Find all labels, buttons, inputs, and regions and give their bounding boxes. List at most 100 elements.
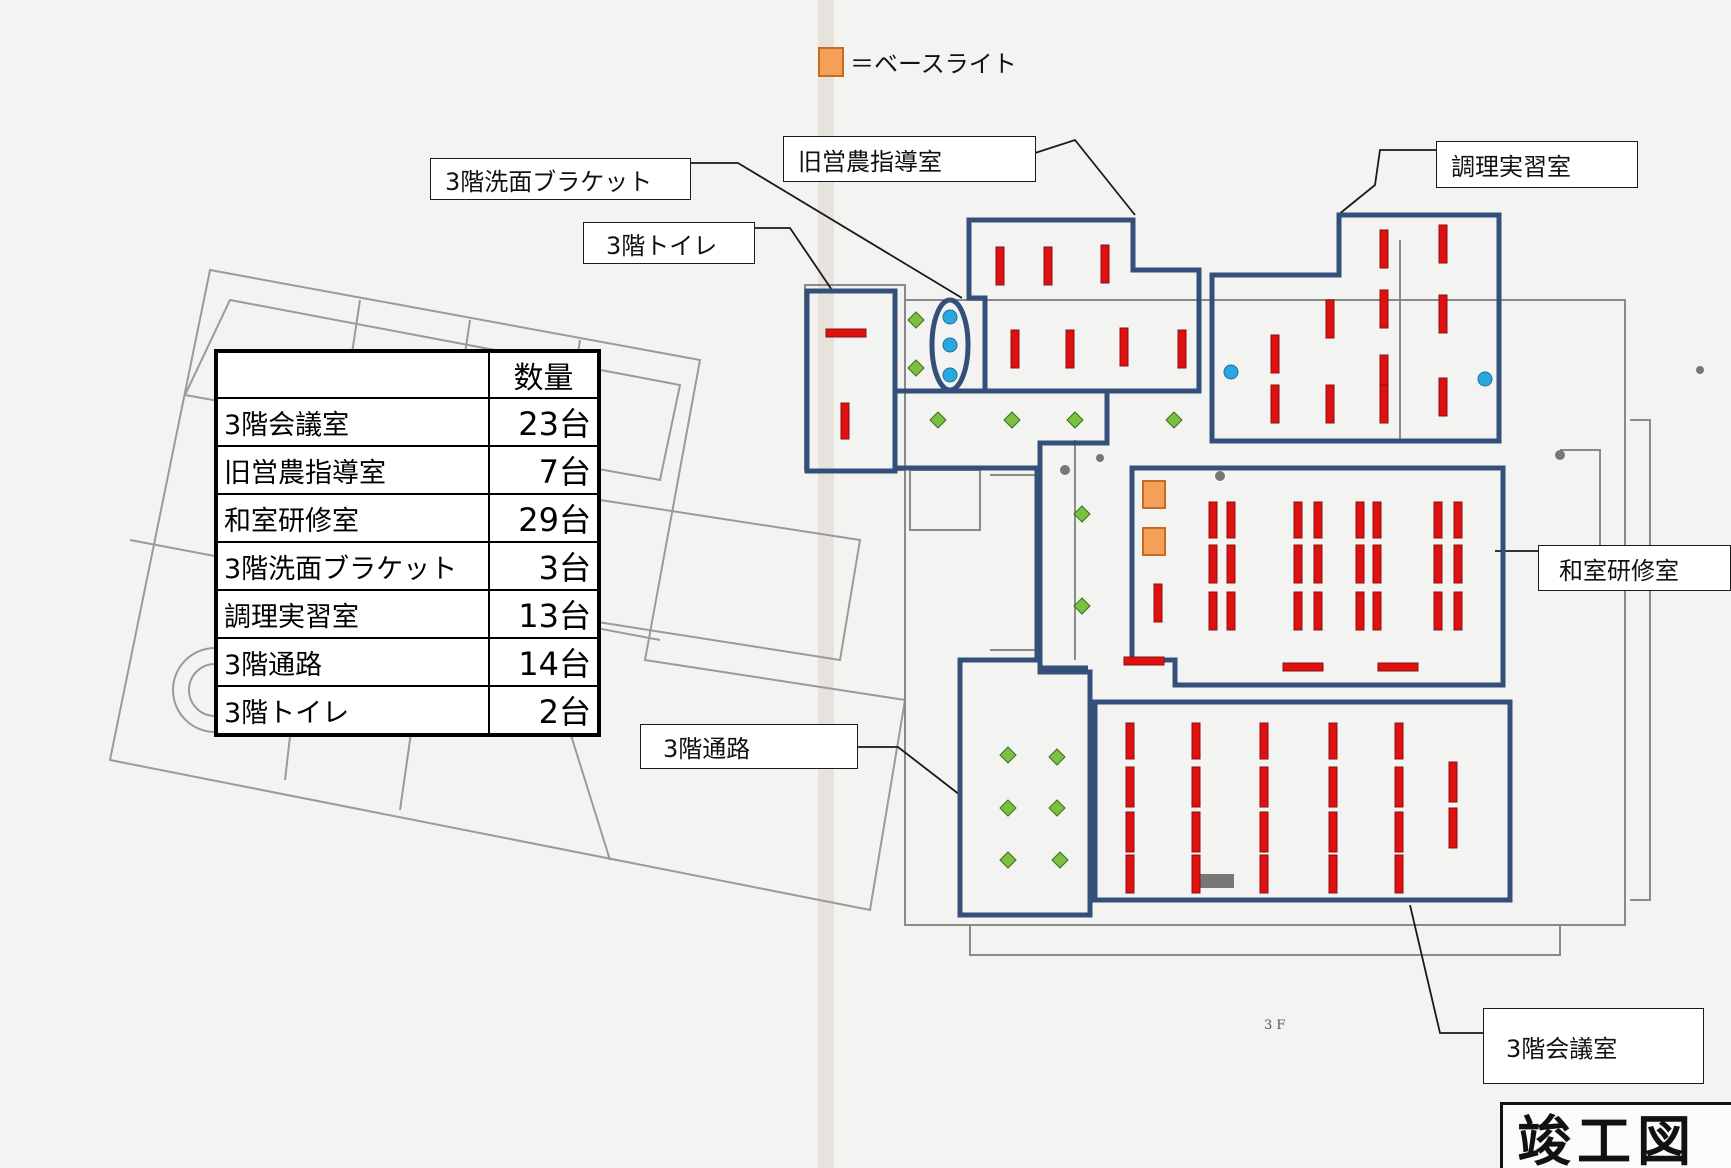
fixture-light bbox=[1379, 229, 1389, 269]
plan-details bbox=[1060, 366, 1704, 888]
fixture-light bbox=[1433, 544, 1443, 584]
corridor-light bbox=[1003, 411, 1021, 429]
fixture-light bbox=[1372, 501, 1382, 539]
fixture-light bbox=[1226, 591, 1236, 631]
table-cell-qty: 3台 bbox=[488, 541, 600, 591]
table-row: 調理実習室 13台 bbox=[215, 589, 600, 639]
fixture-light bbox=[1208, 591, 1218, 631]
legend-text: ＝ベースライト bbox=[850, 50, 1017, 78]
bracket-light bbox=[942, 337, 958, 353]
table-header-name bbox=[215, 350, 490, 399]
fixture-light bbox=[1355, 591, 1365, 631]
table-cell-name: 3階トイレ bbox=[215, 685, 490, 736]
corridor-light bbox=[907, 311, 925, 329]
corridor-light bbox=[1066, 411, 1084, 429]
fixture-light bbox=[1010, 329, 1020, 369]
fixture-light bbox=[1448, 761, 1458, 803]
main-building-drawing bbox=[804, 240, 1651, 956]
fixture-light bbox=[1355, 501, 1365, 539]
fixture-light bbox=[1328, 854, 1338, 894]
table-row: 旧営農指導室 7台 bbox=[215, 445, 600, 495]
fixture-light bbox=[840, 402, 850, 440]
fixture-light bbox=[1394, 811, 1404, 853]
fixture-light bbox=[1328, 722, 1338, 760]
fixture-light bbox=[1438, 377, 1448, 417]
fixture-light bbox=[1313, 591, 1323, 631]
table-header-qty: 数量 bbox=[488, 350, 600, 399]
fixture-light bbox=[1328, 766, 1338, 808]
fixture-light bbox=[1226, 544, 1236, 584]
base-light bbox=[1142, 480, 1166, 509]
callout-kaigi: 3階会議室 bbox=[1483, 1008, 1704, 1084]
fixture-light bbox=[1379, 289, 1389, 329]
fixture-light bbox=[1394, 854, 1404, 894]
base-lights bbox=[1142, 480, 1166, 556]
fixture-light bbox=[1438, 294, 1448, 334]
fixture-light bbox=[1379, 384, 1389, 424]
table-cell-qty: 7台 bbox=[488, 445, 600, 495]
table-cell-name: 3階通路 bbox=[215, 637, 490, 687]
fixture-light bbox=[1313, 544, 1323, 584]
table-header-row: 数量 bbox=[215, 350, 600, 399]
corridor-light bbox=[1051, 851, 1069, 869]
fixture-light bbox=[1259, 722, 1269, 760]
fixture-light bbox=[1177, 329, 1187, 369]
fixture-light bbox=[1453, 501, 1463, 539]
fixture-light bbox=[1372, 544, 1382, 584]
floor-label: 3 F bbox=[1264, 1018, 1286, 1033]
room-outline-toilet bbox=[804, 288, 898, 474]
callout-kyueino: 旧営農指導室 bbox=[783, 136, 1036, 182]
corridor-light bbox=[907, 359, 925, 377]
table-row: 和室研修室 29台 bbox=[215, 493, 600, 543]
fixture-light bbox=[1313, 501, 1323, 539]
corridor-light bbox=[1165, 411, 1183, 429]
table-row: 3階通路 14台 bbox=[215, 637, 600, 687]
corridor-light bbox=[999, 746, 1017, 764]
table-cell-name: 3階会議室 bbox=[215, 397, 490, 447]
corridor-light-marks bbox=[907, 311, 1183, 869]
fixture-light bbox=[1438, 224, 1448, 264]
completion-stamp: 竣工図 bbox=[1500, 1102, 1731, 1168]
bracket-light bbox=[1223, 364, 1239, 380]
bracket-light bbox=[942, 367, 958, 383]
table-cell-qty: 23台 bbox=[488, 397, 600, 447]
callout-senmen: 3階洗面ブラケット bbox=[430, 158, 691, 200]
base-light bbox=[1142, 527, 1166, 556]
fixture-light bbox=[1208, 544, 1218, 584]
table-cell-name: 旧営農指導室 bbox=[215, 445, 490, 495]
table-cell-qty: 14台 bbox=[488, 637, 600, 687]
bracket-light bbox=[1477, 371, 1493, 387]
callout-chouri: 調理実習室 bbox=[1436, 141, 1638, 188]
fixture-light bbox=[1448, 807, 1458, 849]
callout-toilet: 3階トイレ bbox=[583, 222, 755, 264]
fixture-light bbox=[1355, 544, 1365, 584]
fixture-light bbox=[1100, 244, 1110, 284]
fixture-light bbox=[1433, 591, 1443, 631]
leader-lines bbox=[691, 138, 1545, 1034]
fixture-light bbox=[1191, 766, 1201, 808]
fixture-light bbox=[1125, 811, 1135, 853]
corridor-light bbox=[929, 411, 947, 429]
table-cell-name: 和室研修室 bbox=[215, 493, 490, 543]
corridor-light bbox=[1048, 799, 1066, 817]
fixture-light bbox=[1282, 662, 1324, 672]
fixture-light bbox=[1372, 591, 1382, 631]
quantity-table: 数量 3階会議室 23台 旧営農指導室 7台 和室研修室 29台 3階洗面ブラケ… bbox=[214, 349, 601, 737]
fixture-light bbox=[1293, 501, 1303, 539]
corridor-light bbox=[1073, 505, 1091, 523]
fixture-light bbox=[1259, 854, 1269, 894]
corridor-light bbox=[999, 851, 1017, 869]
callout-tsuro: 3階通路 bbox=[640, 724, 858, 769]
corridor-light bbox=[999, 799, 1017, 817]
fixture-light bbox=[1191, 811, 1201, 853]
fixture-light bbox=[1191, 854, 1201, 894]
fixture-light bbox=[1123, 656, 1165, 666]
room-outline-kyueino bbox=[966, 217, 1202, 394]
fixture-light bbox=[1325, 299, 1335, 339]
room-outline-tsuro bbox=[892, 388, 1110, 918]
corridor-light bbox=[1048, 748, 1066, 766]
table-cell-qty: 2台 bbox=[488, 685, 600, 736]
table-row: 3階トイレ 2台 bbox=[215, 685, 600, 736]
room-outline-chouri bbox=[1209, 212, 1502, 444]
fixture-light bbox=[1325, 384, 1335, 424]
